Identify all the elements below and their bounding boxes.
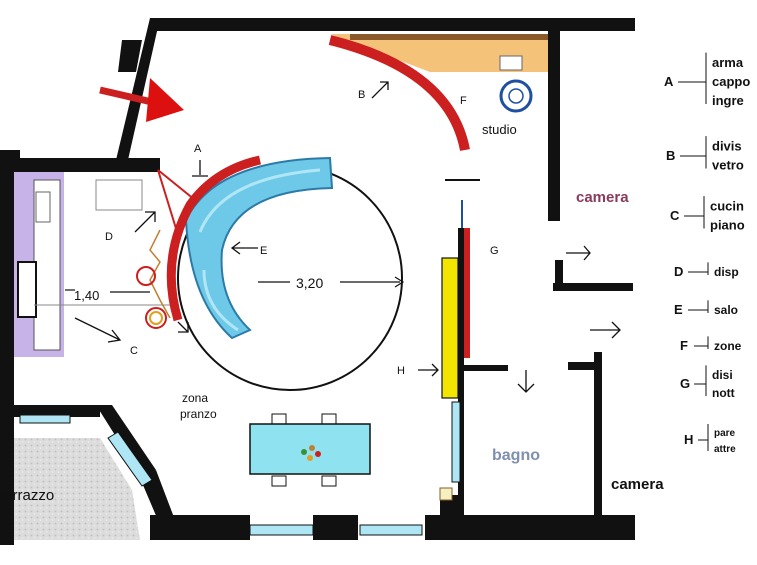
legend-entry-text: disp (714, 265, 739, 279)
legend-entry-text: pare (714, 428, 736, 439)
label-studio: studio (482, 122, 517, 137)
kitchen (14, 172, 171, 357)
label-pranzo: pranzo (180, 407, 217, 421)
curved-glass-partition (328, 35, 470, 152)
legend-key: C (670, 208, 680, 223)
legend-key: E (674, 302, 683, 317)
marker-b: B (358, 89, 365, 101)
marker-a: A (194, 143, 202, 155)
walls (0, 18, 635, 545)
legend-key: A (664, 74, 674, 89)
dimension-lines (65, 276, 405, 293)
marker-h: H (397, 365, 405, 377)
label-kitchen-width: 1,40 (74, 288, 99, 303)
legend-entry-text: arma (712, 55, 744, 70)
marker-g: G (490, 245, 499, 257)
legend-key: D (674, 264, 683, 279)
legend-key: F (680, 338, 688, 353)
legend-key: G (680, 376, 690, 391)
legend-entry-text: cappo (712, 74, 750, 89)
windows (19, 414, 423, 536)
stool-1 (136, 266, 156, 286)
legend-entry-text: piano (710, 218, 745, 233)
legend-entry-text: cucin (710, 199, 744, 214)
marker-arrows (74, 81, 621, 393)
label-terrazzo: terrazzo (0, 487, 54, 504)
wardrobe-arc (166, 155, 262, 322)
legend-entry-text: zone (714, 339, 742, 353)
legend-key: H (684, 432, 693, 447)
stool-2 (145, 307, 167, 329)
partition-h (441, 179, 480, 483)
studio-chair (499, 79, 533, 113)
legend-entry-text: nott (712, 386, 735, 400)
marker-d: D (105, 231, 113, 243)
legend-key: B (666, 148, 675, 163)
studio-area (330, 34, 548, 113)
bagno-fixture (439, 487, 453, 501)
label-zona: zona (182, 391, 208, 405)
curved-sofa (184, 156, 334, 340)
label-bagno: bagno (492, 447, 540, 464)
label-camera-right: camera (576, 189, 629, 206)
legend-entry-text: ingre (712, 93, 744, 108)
terrazzo-area (0, 438, 140, 540)
legend-entry-text: disi (712, 368, 733, 382)
legend-entry-text: attre (714, 444, 736, 455)
legend-entry-text: divis (712, 139, 742, 154)
marker-c: C (130, 345, 138, 357)
marker-f: F (460, 95, 467, 107)
legend-entry-text: salo (714, 303, 738, 317)
label-camera-bottom: camera (611, 476, 664, 493)
dining-table (249, 413, 371, 487)
marker-e: E (260, 245, 267, 257)
legend-entry-text: vetro (712, 158, 744, 173)
label-diameter: 3,20 (296, 275, 323, 291)
entrance-arrow (99, 78, 184, 122)
